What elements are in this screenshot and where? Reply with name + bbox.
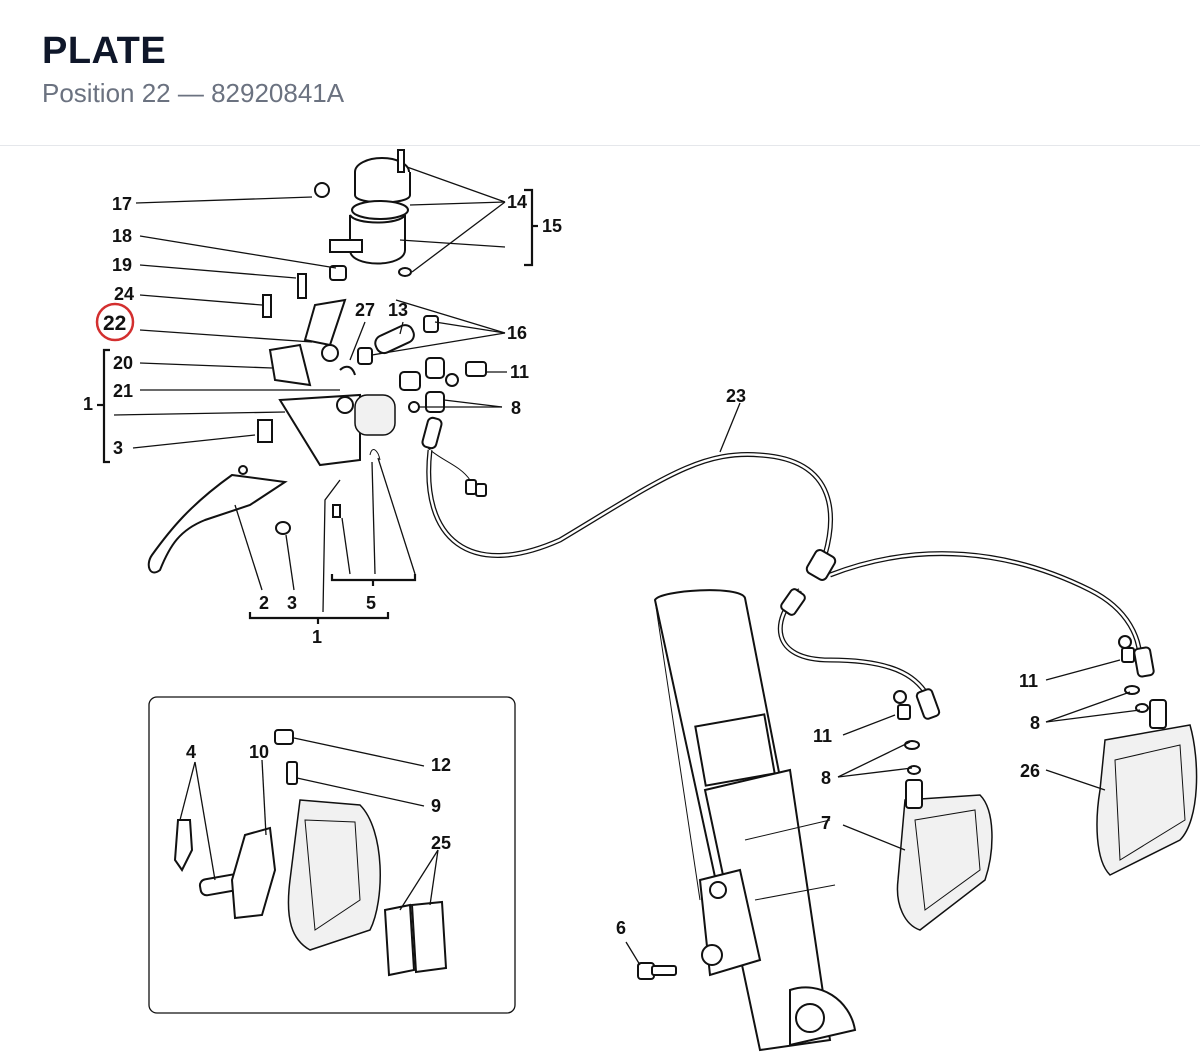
brake-lines bbox=[426, 449, 1155, 720]
callout-17[interactable]: 17 bbox=[112, 194, 132, 214]
callout-7[interactable]: 7 bbox=[821, 813, 831, 833]
callout-1-bottom[interactable]: 1 bbox=[312, 627, 322, 647]
callout-18[interactable]: 18 bbox=[112, 226, 132, 246]
callout-14[interactable]: 14 bbox=[507, 192, 527, 212]
hose-fittings bbox=[357, 315, 487, 497]
inset-box bbox=[148, 696, 516, 1014]
callouts: 17 18 19 24 22 20 21 1 3 27 13 14 15 16 … bbox=[83, 192, 1040, 938]
callout-6[interactable]: 6 bbox=[616, 918, 626, 938]
callout-22-highlight bbox=[95, 302, 135, 342]
callout-22[interactable]: 22 bbox=[103, 312, 126, 335]
callout-21[interactable]: 21 bbox=[113, 381, 133, 401]
callout-12[interactable]: 12 bbox=[431, 755, 451, 775]
fork-leg bbox=[653, 589, 857, 1052]
callout-15[interactable]: 15 bbox=[542, 216, 562, 236]
callout-13[interactable]: 13 bbox=[388, 300, 408, 320]
reservoir bbox=[314, 149, 412, 277]
callout-9[interactable]: 9 bbox=[431, 796, 441, 816]
callout-1-left[interactable]: 1 bbox=[83, 394, 93, 414]
brackets bbox=[97, 188, 538, 624]
callout-20[interactable]: 20 bbox=[113, 353, 133, 373]
page-title: PLATE bbox=[42, 30, 167, 72]
callout-5[interactable]: 5 bbox=[366, 593, 376, 613]
callout-2[interactable]: 2 bbox=[259, 593, 269, 613]
master-cylinder bbox=[147, 265, 396, 574]
callout-16[interactable]: 16 bbox=[507, 323, 527, 343]
inset-parts bbox=[173, 729, 448, 977]
callout-8-top[interactable]: 8 bbox=[511, 398, 521, 418]
callout-23[interactable]: 23 bbox=[726, 386, 746, 406]
callout-10[interactable]: 10 bbox=[249, 742, 269, 762]
callout-3-left[interactable]: 3 bbox=[113, 438, 123, 458]
caliper-right bbox=[1096, 635, 1198, 876]
page-subtitle: Position 22 — 82920841A bbox=[42, 78, 345, 108]
callout-19[interactable]: 19 bbox=[112, 255, 132, 275]
leader-lines bbox=[113, 166, 1141, 966]
header: PLATE Position 22 — 82920841A bbox=[0, 0, 1200, 146]
caliper-left bbox=[893, 690, 993, 931]
bolt-6 bbox=[637, 962, 677, 980]
callout-11-right[interactable]: 11 bbox=[1019, 671, 1038, 691]
callout-8-right[interactable]: 8 bbox=[1030, 713, 1040, 733]
callout-8-mid[interactable]: 8 bbox=[821, 768, 831, 788]
callout-25[interactable]: 25 bbox=[431, 833, 451, 853]
callout-26[interactable]: 26 bbox=[1020, 761, 1040, 781]
callout-27[interactable]: 27 bbox=[355, 300, 375, 320]
callout-3-bottom[interactable]: 3 bbox=[287, 593, 297, 613]
callout-11-top[interactable]: 11 bbox=[510, 362, 529, 382]
callout-11-mid[interactable]: 11 bbox=[813, 726, 832, 746]
callout-4[interactable]: 4 bbox=[186, 742, 196, 762]
exploded-parts-diagram: 17 18 19 24 22 20 21 1 3 27 13 14 15 16 … bbox=[83, 149, 1198, 1052]
callout-24[interactable]: 24 bbox=[114, 284, 134, 304]
